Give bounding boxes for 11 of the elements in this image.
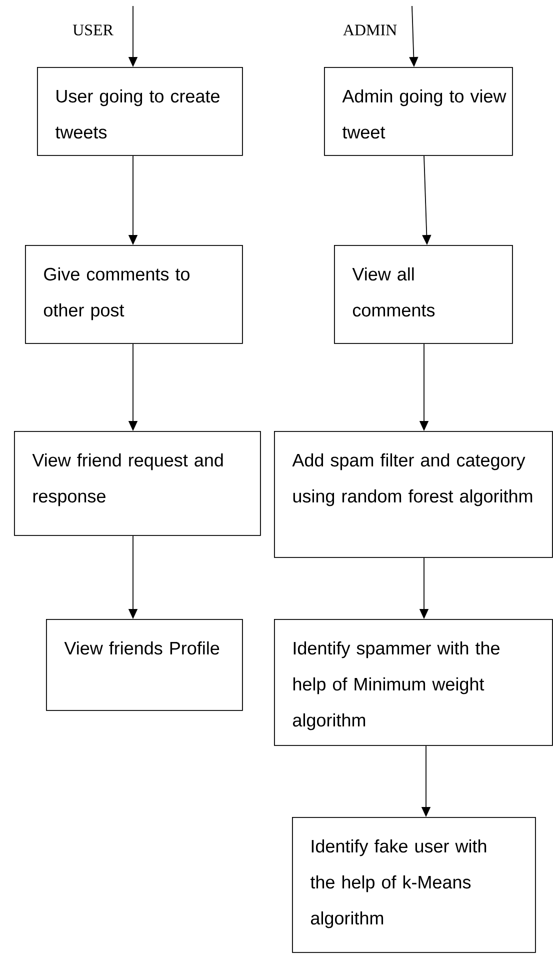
- process-box: User going to create tweets: [37, 67, 243, 156]
- process-box: Add spam filter and category using random forest algorithm: [274, 431, 553, 558]
- process-box: Identify fake user with the help of k-Means algorithm: [292, 817, 536, 953]
- process-box: View all comments: [334, 245, 513, 344]
- lane-label: USER: [72, 24, 114, 36]
- process-box: Give comments to other post: [25, 245, 243, 344]
- process-box: Admin going to view tweet: [324, 67, 513, 156]
- process-box: Identify spammer with the help of Minimum weight algorithm: [274, 619, 553, 746]
- lane-label: ADMIN: [343, 24, 397, 36]
- process-box: View friends Profile: [46, 619, 243, 711]
- process-box: View friend request and response: [14, 431, 261, 536]
